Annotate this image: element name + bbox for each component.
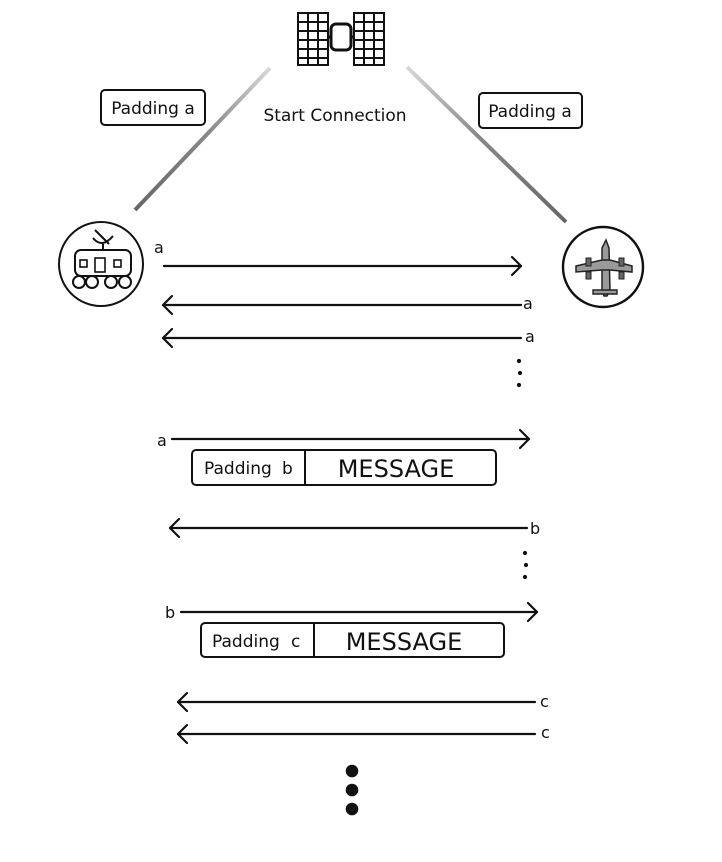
padding-letter: b	[282, 459, 293, 479]
message-arrow: c	[176, 723, 550, 745]
arrow-label: b	[165, 603, 175, 622]
start-connection-label: Start Connection	[263, 106, 406, 126]
arrow-label: a	[523, 294, 533, 313]
message-arrow: a	[157, 428, 531, 450]
message-arrow: b	[165, 601, 539, 623]
padding-text: Padding	[212, 632, 280, 652]
continuation-dots	[345, 764, 359, 816]
arrow-label: a	[154, 238, 164, 257]
arrow-label: b	[530, 519, 540, 538]
uplink-line-right	[405, 65, 568, 224]
svg-text:Padding a: Padding a	[111, 99, 195, 119]
message-frame: Padding c MESSAGE	[200, 622, 505, 658]
uplink-line-left	[133, 66, 272, 212]
message-arrow: b	[168, 517, 540, 539]
message-arrow: a	[161, 327, 535, 349]
message-frame: Padding b MESSAGE	[191, 449, 497, 486]
aircraft-icon	[561, 225, 645, 309]
arrow-label: a	[157, 431, 167, 450]
rover-icon	[58, 221, 144, 307]
message-text: MESSAGE	[338, 455, 455, 483]
arrow-label: c	[540, 692, 549, 711]
svg-text:Padding a: Padding a	[488, 102, 572, 122]
ellipsis-dots	[516, 358, 523, 388]
message-arrow: c	[176, 691, 549, 713]
message-arrow: a	[154, 238, 523, 277]
arrow-label: a	[525, 327, 535, 346]
padding-label-left: Padding a	[100, 89, 206, 126]
arrow-label: c	[541, 723, 550, 742]
ellipsis-dots	[522, 550, 529, 580]
padding-text: Padding	[204, 459, 272, 479]
satellite-icon	[297, 12, 385, 66]
message-text: MESSAGE	[346, 628, 463, 656]
message-arrow: a	[161, 294, 533, 316]
padding-letter: c	[291, 632, 300, 652]
padding-label-right: Padding a	[478, 92, 583, 129]
